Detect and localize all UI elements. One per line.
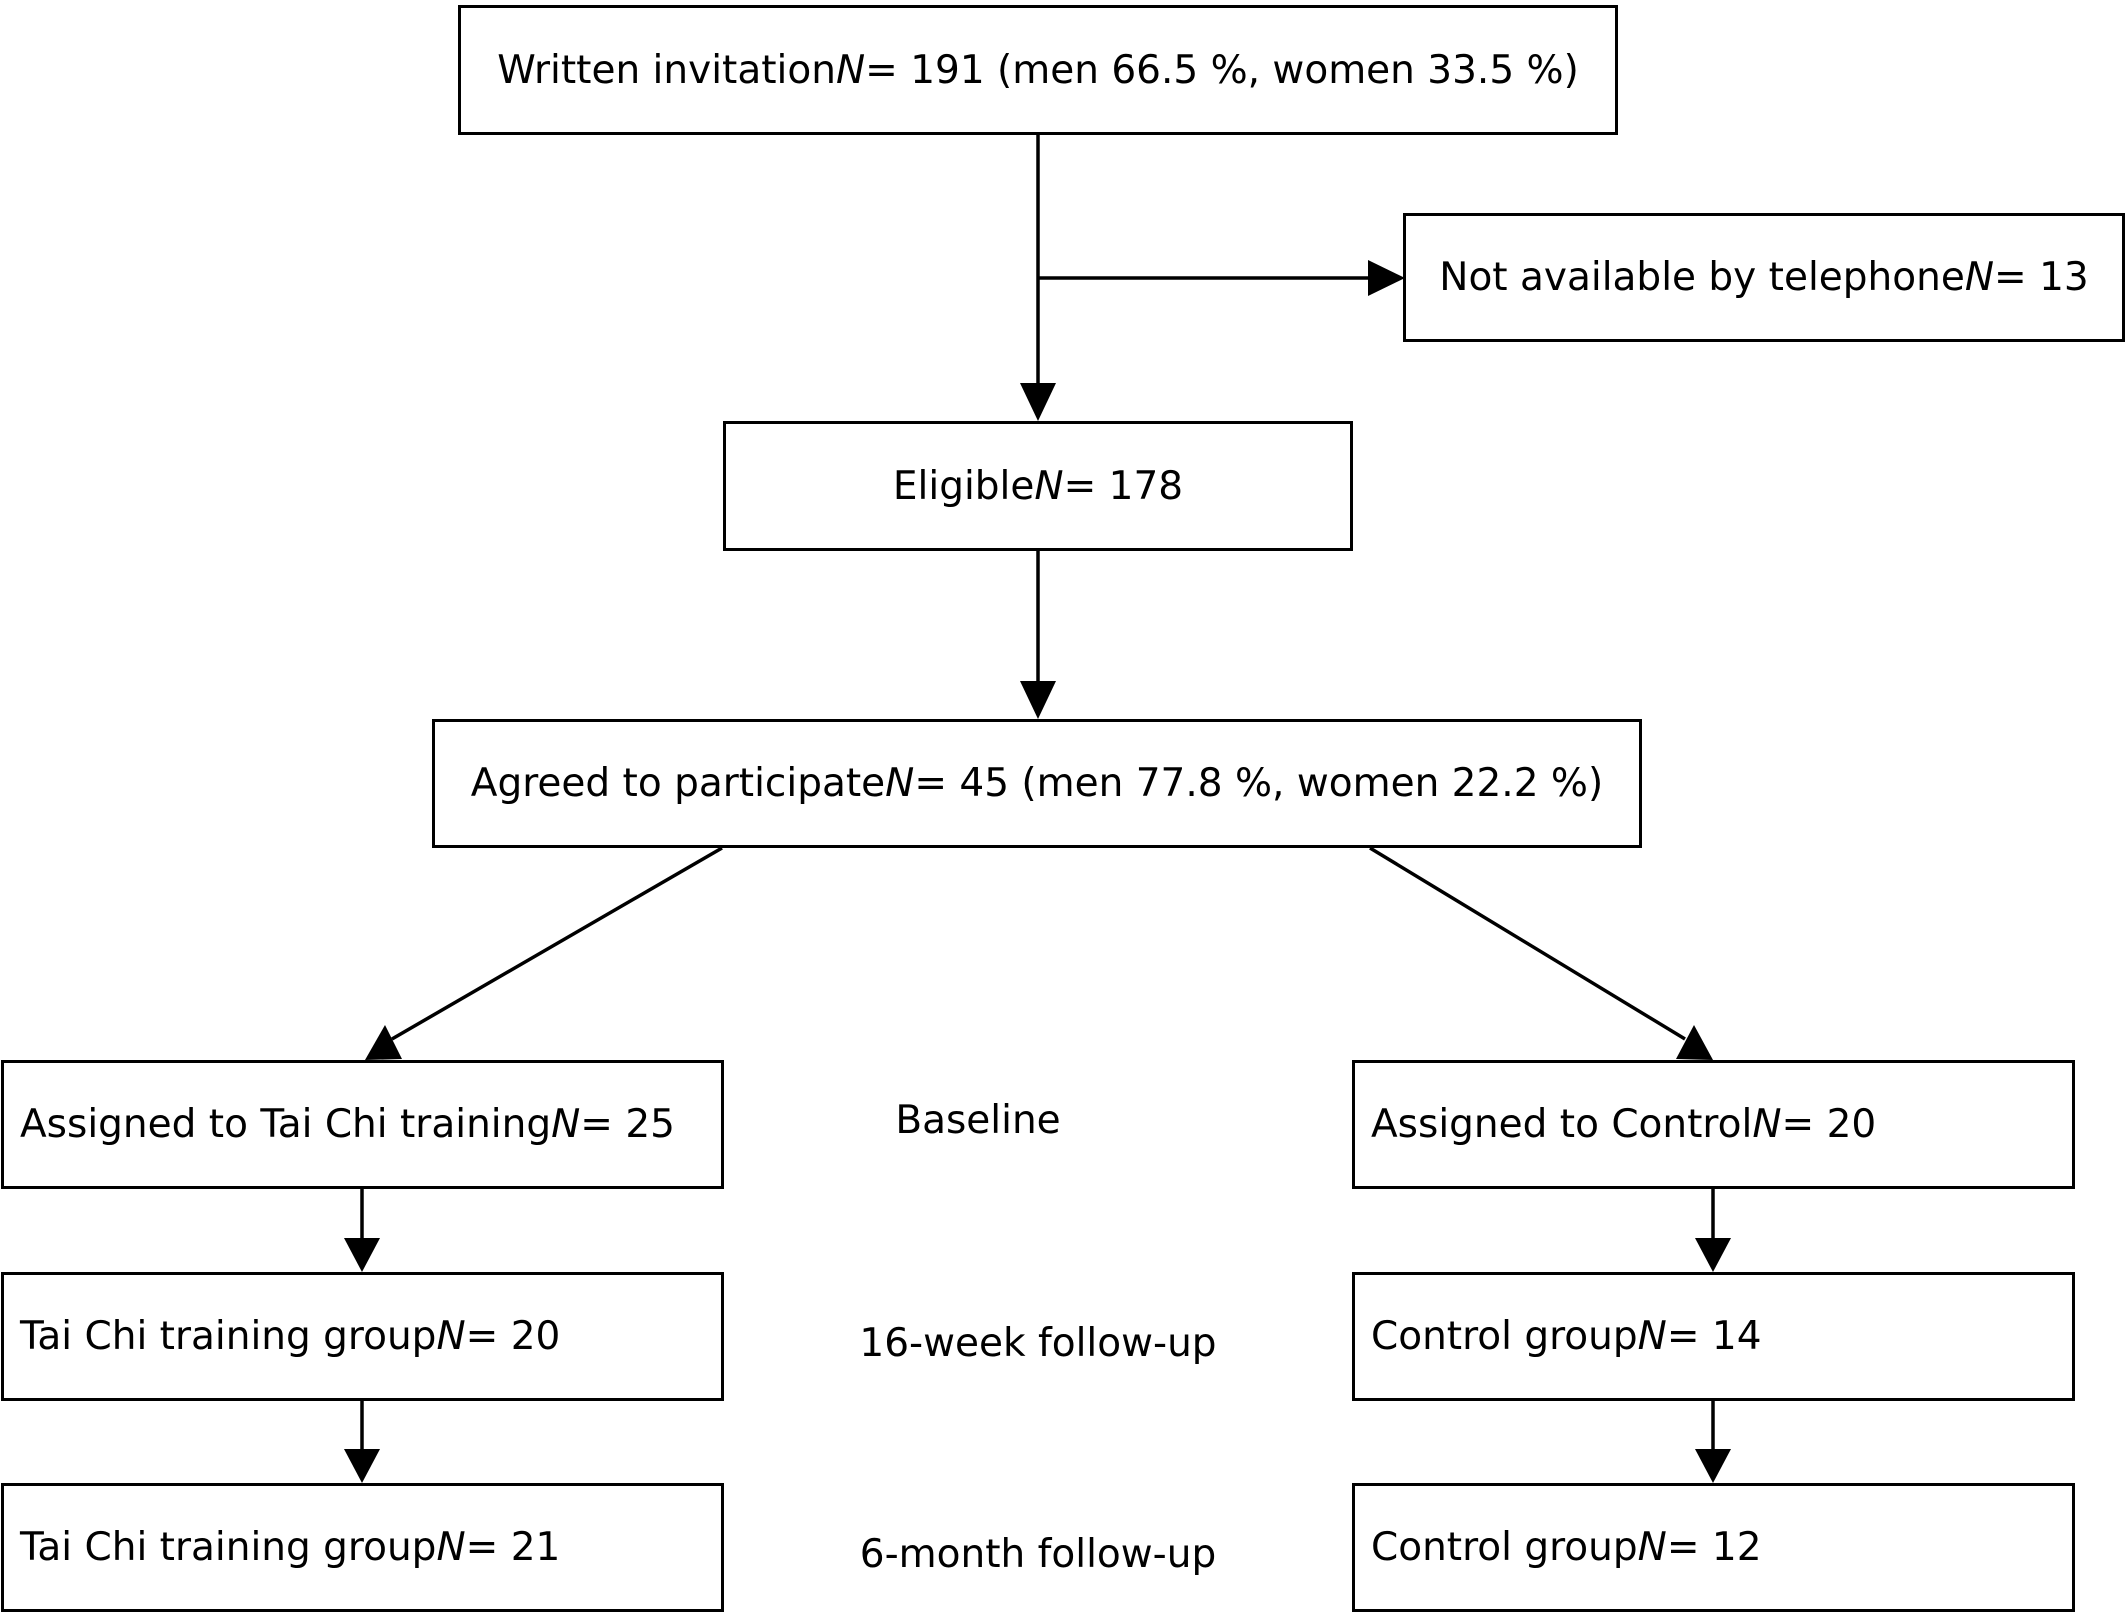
arrowhead-control-16w — [1695, 1238, 1731, 1272]
taichi-6m-n-symbol: N — [436, 1525, 466, 1570]
not-available-text-before: Not available by telephone — [1439, 255, 1965, 300]
invitation-text-before: Written invitation — [497, 47, 836, 93]
invitation-n-symbol: N — [835, 47, 866, 93]
arrowhead-taichi-16w — [344, 1238, 380, 1272]
eligible-text-after: = 178 — [1063, 463, 1184, 509]
eligible-text-before: Eligible — [892, 463, 1035, 509]
arrowhead-control-assigned — [1676, 1025, 1713, 1060]
control-16w-n-symbol: N — [1637, 1314, 1667, 1359]
invitation-box: Written invitation N = 191 (men 66.5 %, … — [458, 5, 1618, 135]
taichi-16w-text-after: = 20 — [465, 1314, 561, 1359]
arrowhead-agreed — [1020, 681, 1056, 719]
taichi-6m-text-before: Tai Chi training group — [20, 1525, 437, 1570]
control-assigned-text-after: = 20 — [1781, 1102, 1877, 1147]
taichi-assigned-text-before: Assigned to Tai Chi training — [20, 1102, 552, 1147]
arrowhead-taichi-assigned — [365, 1025, 402, 1060]
phase-label-6-month: 6-month follow-up — [859, 1532, 1217, 1577]
control-assigned-box: Assigned to Control N = 20 — [1352, 1060, 2075, 1189]
phase-label-baseline: Baseline — [895, 1098, 1061, 1143]
agreed-box: Agreed to participate N = 45 (men 77.8 %… — [432, 719, 1642, 848]
control-assigned-text-before: Assigned to Control — [1371, 1102, 1753, 1147]
taichi-6m-box: Tai Chi training group N = 21 — [1, 1483, 724, 1612]
control-6m-text-after: = 12 — [1666, 1525, 1762, 1570]
arrowhead-not-available — [1368, 260, 1405, 296]
arrow-agreed-to-control — [1369, 846, 1686, 1041]
control-16w-box: Control group N = 14 — [1352, 1272, 2075, 1401]
taichi-16w-text-before: Tai Chi training group — [20, 1314, 437, 1359]
taichi-assigned-box: Assigned to Tai Chi training N = 25 — [1, 1060, 724, 1189]
taichi-16w-box: Tai Chi training group N = 20 — [1, 1272, 724, 1401]
control-6m-n-symbol: N — [1637, 1525, 1667, 1570]
eligible-n-symbol: N — [1034, 463, 1064, 509]
not-available-n-symbol: N — [1964, 255, 1995, 300]
control-16w-text-after: = 14 — [1666, 1314, 1762, 1359]
agreed-n-symbol: N — [885, 761, 915, 806]
taichi-assigned-n-symbol: N — [551, 1102, 581, 1147]
control-assigned-n-symbol: N — [1752, 1102, 1782, 1147]
taichi-6m-text-after: = 21 — [465, 1525, 561, 1570]
taichi-assigned-text-after: = 25 — [580, 1102, 675, 1147]
control-16w-text-before: Control group — [1371, 1314, 1638, 1359]
phase-label-16-week: 16-week follow-up — [859, 1321, 1217, 1366]
invitation-text-after: = 191 (men 66.5 %, women 33.5 %) — [865, 47, 1579, 93]
not-available-text-after: = 13 — [1994, 255, 2089, 300]
not-available-box: Not available by telephone N = 13 — [1403, 213, 2125, 342]
arrowhead-taichi-6m — [344, 1449, 380, 1483]
agreed-text-before: Agreed to participate — [470, 761, 886, 806]
control-6m-box: Control group N = 12 — [1352, 1483, 2075, 1612]
taichi-16w-n-symbol: N — [436, 1314, 466, 1359]
arrowhead-eligible — [1020, 383, 1056, 421]
arrowhead-control-6m — [1695, 1449, 1731, 1483]
eligible-box: Eligible N = 178 — [723, 421, 1353, 551]
control-6m-text-before: Control group — [1371, 1525, 1638, 1570]
agreed-text-after: = 45 (men 77.8 %, women 22.2 %) — [914, 761, 1604, 806]
arrow-agreed-to-taichi — [391, 846, 723, 1041]
